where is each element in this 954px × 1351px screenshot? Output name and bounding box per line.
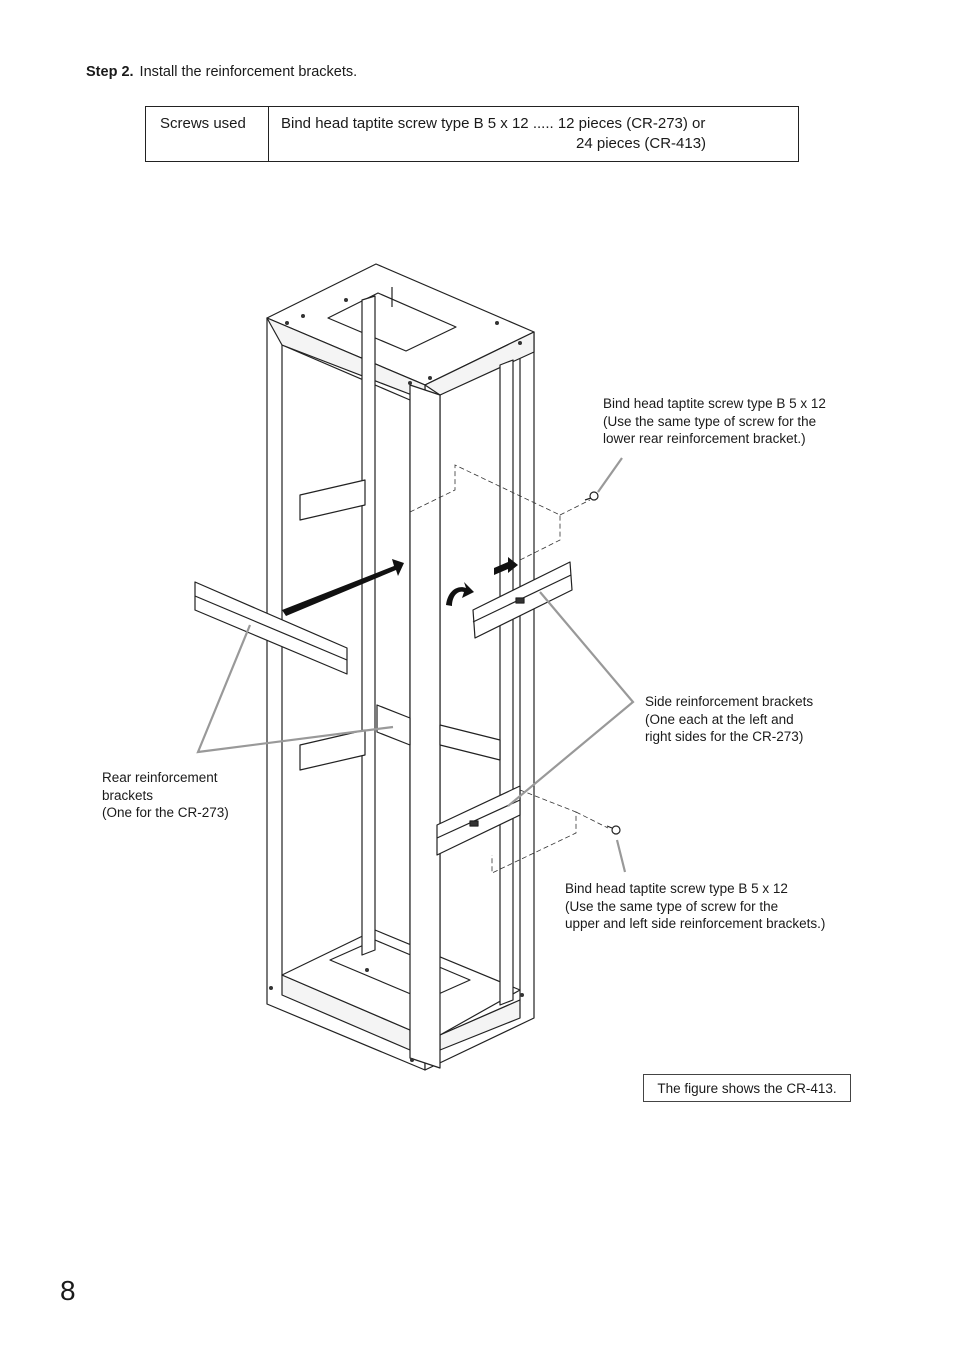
figure-note: The figure shows the CR-413. <box>643 1074 851 1102</box>
callout-line: (Use the same type of screw for the <box>603 413 817 429</box>
screws-detail-line2: 24 pieces (CR-413) <box>576 135 707 152</box>
screws-header-cell: Screws used <box>145 106 269 162</box>
page-number: 8 <box>60 1275 76 1306</box>
slide-arrow-icon <box>494 557 518 575</box>
callout-line: Side reinforcement brackets <box>645 694 814 709</box>
callout-line: Rear reinforcement <box>102 770 218 785</box>
step-text: Install the reinforcement brackets. <box>139 64 358 80</box>
callout-line: (One for the CR-273) <box>102 805 229 820</box>
callout-line: lower rear reinforcement bracket.) <box>603 431 806 446</box>
callout-line: upper and left side reinforcement bracke… <box>565 916 826 931</box>
callout-side-brackets: Side reinforcement brackets (One each at… <box>645 693 813 746</box>
callout-line: (Use the same type of screw for the <box>565 898 779 914</box>
screws-detail-line1: Bind head taptite screw type B 5 x 12 ..… <box>281 115 706 132</box>
callout-line: (One each at the left and <box>645 711 794 727</box>
callout-rear-brackets: Rear reinforcement brackets (One for the… <box>102 769 229 822</box>
callout-line: Bind head taptite screw type B 5 x 12 <box>603 396 826 411</box>
step-label: Step 2. <box>86 64 134 80</box>
upper-screw-icon <box>589 491 599 501</box>
insertion-arrow-icon <box>282 559 404 616</box>
screws-table: Screws used Bind head taptite screw type… <box>145 106 799 162</box>
callout-line: right sides for the CR-273) <box>645 729 804 744</box>
callout-lower-screw: Bind head taptite screw type B 5 x 12 (U… <box>565 880 825 933</box>
callout-line: brackets <box>102 787 154 803</box>
screws-detail-cell: Bind head taptite screw type B 5 x 12 ..… <box>268 106 799 162</box>
side-bracket-lower <box>436 785 521 856</box>
callout-line: Bind head taptite screw type B 5 x 12 <box>565 881 788 896</box>
rotate-arrow-icon <box>446 582 474 606</box>
lower-screw-icon <box>611 825 621 835</box>
table-row: Screws used Bind head taptite screw type… <box>145 106 799 162</box>
step-heading: Step 2. Install the reinforcement bracket… <box>86 64 357 80</box>
callout-upper-screw: Bind head taptite screw type B 5 x 12 (U… <box>603 395 826 448</box>
